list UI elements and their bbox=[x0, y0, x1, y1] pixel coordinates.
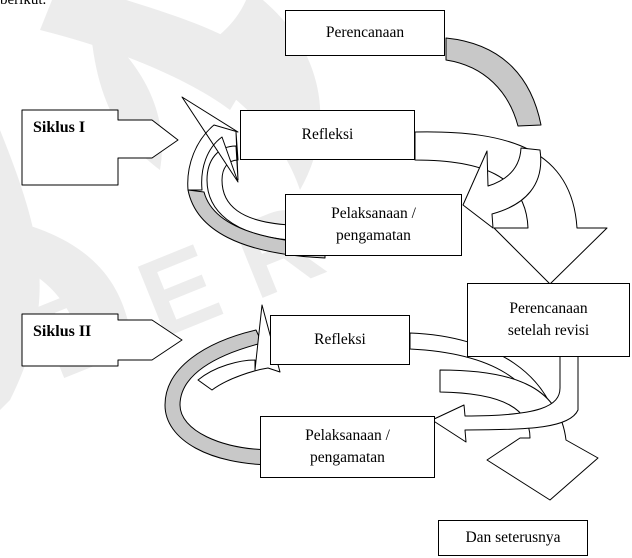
node-pelaksanaan-2-line-2: pengamatan bbox=[310, 449, 385, 466]
arrow-back-to-pelaksanaan-1 bbox=[462, 147, 542, 229]
node-refleksi-2: Refleksi bbox=[270, 315, 410, 365]
node-pelaksanaan-1-line-1: Pelaksanaan / bbox=[331, 205, 416, 222]
node-dan-seterusnya-text: Dan seterusnya bbox=[465, 529, 561, 546]
node-pelaksanaan-1: Pelaksanaan / pengamatan bbox=[285, 194, 462, 256]
node-refleksi-1-text: Refleksi bbox=[301, 126, 354, 143]
node-pelaksanaan-1-line-2: pengamatan bbox=[336, 227, 411, 244]
watermark-sweep-2 bbox=[0, 220, 130, 340]
node-dan-seterusnya: Dan seterusnya bbox=[438, 520, 588, 556]
arrow-plan-to-refleksi bbox=[445, 37, 542, 127]
cycle-2-callout-shape bbox=[21, 313, 183, 367]
cycle-1-label: Siklus I bbox=[33, 119, 86, 136]
node-perencanaan-revisi-line-2: setelah revisi bbox=[507, 322, 590, 339]
node-perencanaan-revisi: Perencanaan setelah revisi bbox=[467, 283, 630, 357]
header-fragment: berikut. bbox=[0, 0, 47, 8]
arrow-refleksi-to-revised bbox=[414, 131, 608, 285]
node-perencanaan-revisi-line-1: Perencanaan bbox=[509, 300, 588, 317]
node-refleksi-1: Refleksi bbox=[240, 110, 415, 160]
node-pelaksanaan-2: Pelaksanaan / pengamatan bbox=[260, 416, 435, 478]
node-perencanaan-text: Perencanaan bbox=[325, 24, 405, 41]
node-pelaksanaan-2-line-1: Pelaksanaan / bbox=[305, 427, 390, 444]
node-perencanaan: Perencanaan bbox=[285, 10, 445, 56]
arrow-cycle-2-head bbox=[197, 304, 281, 391]
cycle-1-callout-shape bbox=[21, 109, 179, 186]
cycle-2-label: Siklus II bbox=[33, 323, 92, 340]
node-refleksi-2-text: Refleksi bbox=[314, 331, 366, 348]
